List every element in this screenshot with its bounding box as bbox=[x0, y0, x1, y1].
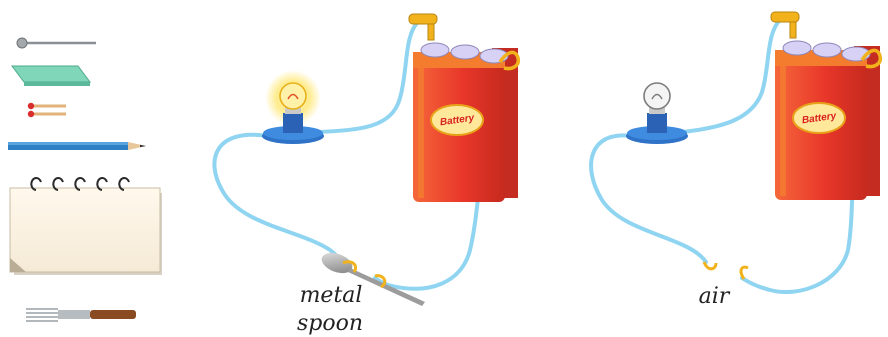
wire-bulb-to-gap bbox=[591, 135, 706, 262]
notepad-icon bbox=[10, 178, 162, 275]
label-metal: metal bbox=[300, 283, 363, 308]
label-spoon: spoon bbox=[297, 311, 363, 336]
fork-icon bbox=[26, 309, 136, 321]
label-air: air bbox=[699, 284, 731, 309]
matchsticks-icon bbox=[28, 103, 66, 117]
left-circuit: Battery metal spoon bbox=[214, 14, 518, 336]
battery-right: Battery bbox=[775, 41, 880, 200]
open-hook-right bbox=[741, 267, 748, 279]
pin-icon bbox=[17, 38, 96, 48]
open-hook-left bbox=[704, 262, 716, 269]
right-circuit: Battery air bbox=[591, 12, 880, 309]
unlit-bulb bbox=[626, 83, 688, 144]
pencil-icon bbox=[8, 142, 146, 150]
wire-bulb-to-battery-top-right bbox=[682, 20, 780, 132]
lit-bulb bbox=[262, 70, 324, 144]
battery-left: Battery bbox=[413, 43, 518, 202]
wire-bulb-to-battery-top bbox=[318, 22, 418, 132]
eraser-icon bbox=[12, 66, 90, 86]
wire-bulb-to-spoon bbox=[214, 135, 345, 265]
